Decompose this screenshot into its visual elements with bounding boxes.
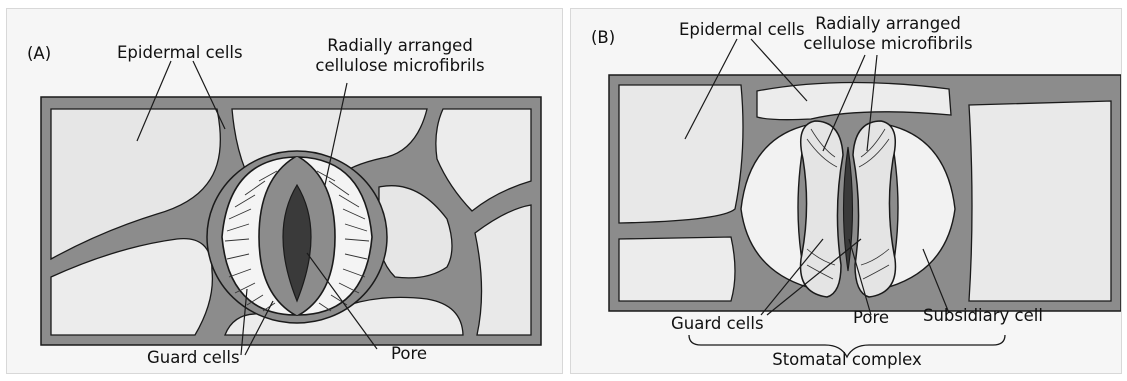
label-pore-a: Pore — [391, 345, 427, 363]
panel-a-letter: (A) — [27, 45, 51, 63]
label-epidermal-cells-b: Epidermal cells — [679, 21, 805, 39]
panel-b-letter: (B) — [591, 29, 615, 47]
label-microfibrils-b-line2: cellulose microfibrils — [793, 35, 983, 53]
epidermal-cell — [619, 237, 735, 301]
epidermal-cell — [969, 101, 1111, 301]
panel-a: (A) Epidermal cells Radially arranged ce… — [6, 8, 563, 374]
label-microfibrils-a-line2: cellulose microfibrils — [305, 57, 495, 75]
label-stomatal-complex: Stomatal complex — [747, 351, 947, 369]
panel-b: (B) Epidermal cells Radially arranged ce… — [570, 8, 1122, 374]
guard-cell-right-b — [853, 121, 895, 297]
label-guard-cells-a: Guard cells — [147, 349, 240, 367]
label-subsidiary-cell: Subsidiary cell — [923, 307, 1043, 325]
label-microfibrils-a-line1: Radially arranged — [305, 37, 495, 55]
epidermal-cell — [619, 85, 743, 223]
label-pore-b: Pore — [853, 309, 889, 327]
label-microfibrils-b-line1: Radially arranged — [793, 15, 983, 33]
label-epidermal-cells-a: Epidermal cells — [117, 44, 243, 62]
label-guard-cells-b: Guard cells — [671, 315, 764, 333]
